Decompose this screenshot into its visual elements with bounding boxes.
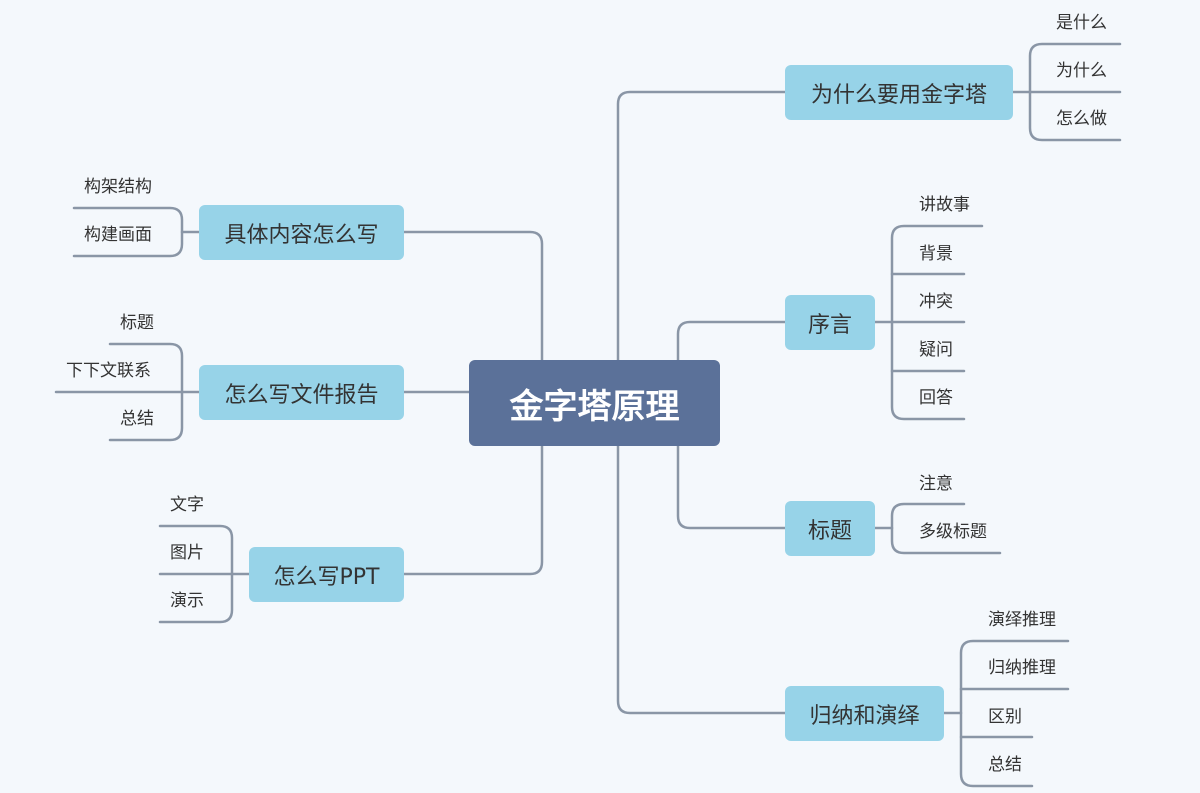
leaf-background[interactable]: 背景 [919, 244, 953, 264]
root-node[interactable]: 金字塔原理 [469, 360, 720, 446]
leaf-context-link[interactable]: 下下文联系 [66, 361, 151, 381]
branch-content-writing[interactable]: 具体内容怎么写 [199, 205, 404, 260]
branch-label: 序言 [807, 312, 852, 338]
connector-root-title [676, 444, 787, 530]
leaf-report-summary[interactable]: 总结 [120, 409, 154, 429]
leaf-presentation[interactable]: 演示 [170, 591, 204, 611]
leaf-question[interactable]: 疑问 [919, 340, 953, 360]
leaf-attention[interactable]: 注意 [919, 474, 953, 494]
branch-label: 怎么写文件报告 [224, 382, 379, 408]
leaf-difference[interactable]: 区别 [988, 707, 1022, 727]
connector-root-why [616, 90, 787, 362]
leaf-conflict[interactable]: 冲突 [919, 292, 953, 312]
branch-induction-deduction[interactable]: 归纳和演绎 [785, 686, 944, 741]
leaf-how[interactable]: 怎么做 [1056, 109, 1107, 129]
branch-report-writing[interactable]: 怎么写文件报告 [199, 365, 404, 420]
branch-title[interactable]: 标题 [785, 501, 875, 556]
leaf-storytelling[interactable]: 讲故事 [919, 195, 970, 215]
leaf-build-picture[interactable]: 构建画面 [84, 225, 152, 245]
connector-root-content [402, 230, 544, 362]
branch-ppt-writing[interactable]: 怎么写PPT [249, 547, 404, 602]
connector-root-preface [676, 320, 787, 362]
branch-label: 标题 [807, 518, 852, 544]
branch-preface[interactable]: 序言 [785, 295, 875, 350]
leaf-what[interactable]: 是什么 [1056, 13, 1107, 33]
branch-label: 怎么写PPT [273, 564, 380, 590]
leaf-deductive-reasoning[interactable]: 演绎推理 [988, 610, 1056, 630]
leaf-answer[interactable]: 回答 [919, 388, 953, 408]
leaf-multi-level-title[interactable]: 多级标题 [919, 522, 987, 542]
branch-why-use-pyramid[interactable]: 为什么要用金字塔 [785, 65, 1013, 120]
leaf-framework[interactable]: 构架结构 [84, 177, 152, 197]
connector-root-ppt [402, 444, 544, 576]
root-label: 金字塔原理 [509, 386, 680, 427]
branch-label: 为什么要用金字塔 [810, 82, 987, 108]
branch-label: 具体内容怎么写 [224, 222, 379, 248]
leaf-inductive-reasoning[interactable]: 归纳推理 [988, 658, 1056, 678]
leaf-why[interactable]: 为什么 [1056, 61, 1107, 81]
leaf-report-title[interactable]: 标题 [120, 313, 154, 333]
leaf-summary[interactable]: 总结 [988, 755, 1022, 775]
leaf-image[interactable]: 图片 [170, 543, 204, 563]
connector-root-induction [616, 444, 787, 715]
branch-label: 归纳和演绎 [809, 703, 920, 729]
leaf-text[interactable]: 文字 [170, 495, 204, 515]
